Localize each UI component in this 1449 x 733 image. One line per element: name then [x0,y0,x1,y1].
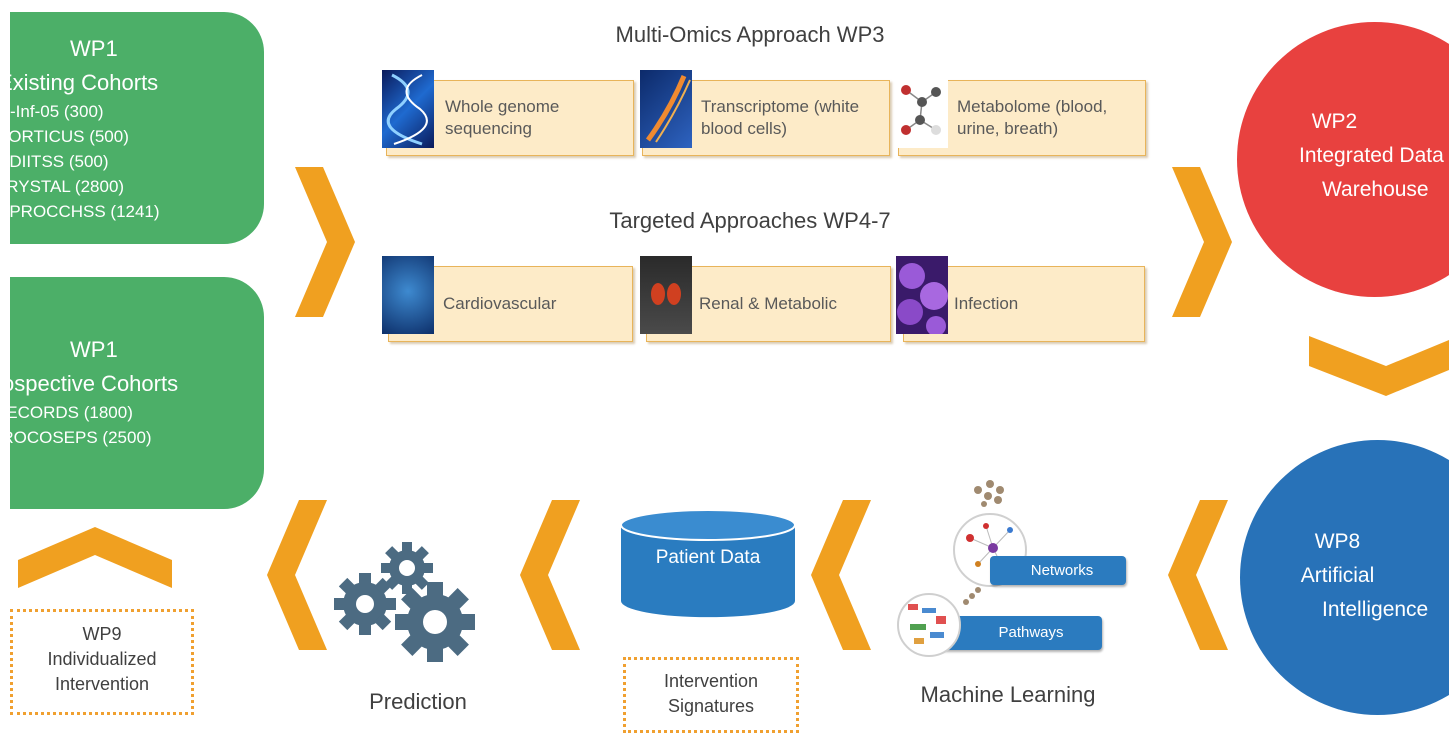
targeted-title: Targeted Approaches WP4-7 [609,208,891,233]
wp8-label: WP8 [1314,530,1361,553]
wp9-individualized-intervention-box: WP9 Individualized Intervention [10,609,194,715]
kidney-icon [640,256,692,334]
intervention-signatures-line2: Signatures [667,696,755,716]
wp2-integrated-data-warehouse: WP2 Integrated Data Warehouse [1237,22,1449,297]
wp2-line2: Warehouse [1322,178,1429,201]
dna-icon [382,70,434,148]
cohort-item: Inter-Inf-05 (300) [10,102,104,121]
existing-cohorts-box: WP1 Existing Cohorts Inter-Inf-05 (300) … [10,12,264,244]
cohort-item: ADIITSS (500) [10,152,109,171]
existing-cohorts-wp: WP1 [70,36,118,61]
bacteria-icon [896,256,948,334]
wp2-line1: Integrated Data [1299,144,1444,167]
intervention-signatures-line1: Intervention [663,671,759,691]
patient-data-label: Patient Data [655,547,761,568]
machine-learning-label: Machine Learning [920,682,1096,707]
chevron-right-icon [1172,167,1232,317]
wp8-line2: Intelligence [1322,598,1429,621]
chevron-down-icon [1309,336,1449,396]
cohort-item: PROCOSEPS (2500) [10,428,152,447]
wp9-line2: Intervention [54,674,150,694]
existing-cohorts-title: Existing Cohorts [10,70,159,95]
database-cylinder-icon [620,509,796,618]
wp8-line1: Artificial [1300,564,1375,587]
gears-icon [334,542,475,662]
chevron-left-icon [520,500,580,650]
chevron-left-icon [1168,500,1228,650]
prospective-cohorts-wp: WP1 [70,337,118,362]
prospective-cohorts-box: WP1 Prospective Cohorts RECORDS (1800) P… [10,277,264,509]
intervention-signatures-box: Intervention Signatures [623,657,799,733]
pathway-map-icon [897,593,961,657]
cohort-item: APROCCHSS (1241) [10,202,160,221]
molecule-icon [896,70,948,148]
networks-pill: Networks [990,556,1126,585]
chevron-up-icon [18,527,172,588]
wp9-line1: Individualized [47,649,157,669]
wp2-label: WP2 [1311,110,1358,133]
card-label: Metabolome (blood,urine, breath) [957,97,1108,138]
wp8-artificial-intelligence: WP8 Artificial Intelligence [1240,440,1449,715]
heart-icon [382,256,434,334]
chevron-left-icon [811,500,871,650]
prospective-cohorts-title: Prospective Cohorts [10,371,179,396]
wp9-label: WP9 [82,624,122,644]
chevron-right-icon [295,167,355,317]
rna-icon [640,70,692,148]
card-label: Infection [954,294,1019,313]
cohort-item: RECORDS (1800) [10,403,133,422]
card-label: Renal & Metabolic [699,294,837,313]
cohort-item: CORTICUS (500) [10,127,129,146]
card-label: Cardiovascular [443,294,557,313]
prediction-label: Prediction [369,689,467,714]
cohort-item: CRYSTAL (2800) [10,177,125,196]
chevron-left-icon [267,500,327,650]
multi-omics-title: Multi-Omics Approach WP3 [615,22,885,47]
